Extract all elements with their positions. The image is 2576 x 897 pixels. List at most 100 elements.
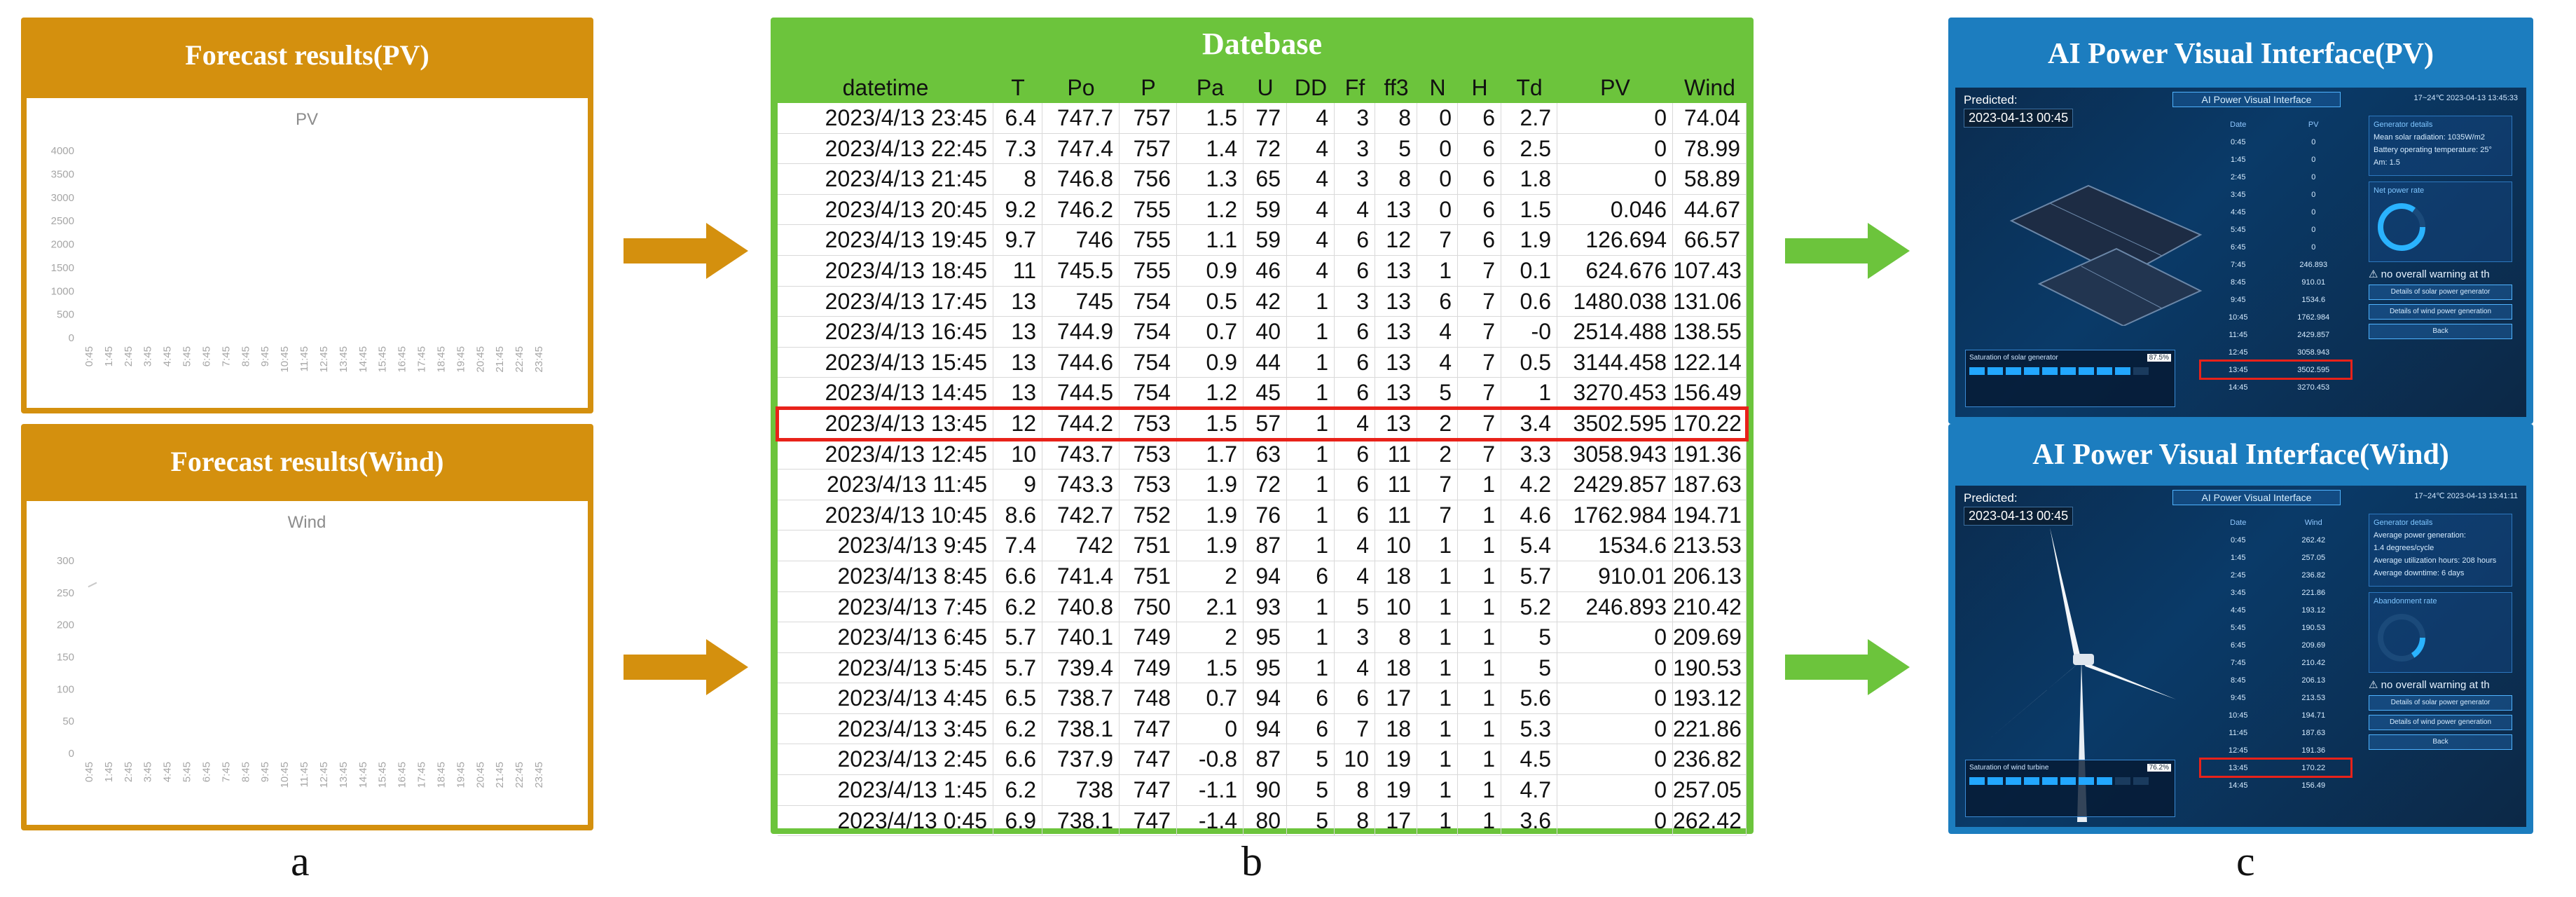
x-tick-label: 15:45	[377, 346, 389, 373]
pv-detail-line: Mean solar radiation: 1035W/m2	[2374, 133, 2485, 142]
table-cell: 236.82	[2301, 570, 2326, 580]
wind-saturation-bars	[1969, 777, 2171, 785]
x-tick-label: 2:45	[123, 762, 135, 782]
table-cell: 754	[1120, 286, 1177, 317]
wind-details-button[interactable]: Details of wind power generation	[2369, 715, 2512, 730]
table-cell: 46	[1244, 255, 1287, 286]
table-cell: 190.53	[2301, 623, 2326, 632]
table-cell: 1	[1417, 622, 1458, 652]
table-cell: 6	[1335, 439, 1375, 470]
x-tick-label: 8:45	[240, 346, 252, 367]
table-cell: 0	[1177, 713, 1244, 744]
back-button[interactable]: Back	[2369, 324, 2512, 339]
table-cell: 747	[1120, 744, 1177, 775]
table-cell: 94	[1244, 683, 1287, 713]
column-header: ff3	[1384, 75, 1409, 100]
table-cell: 1480.038	[1557, 286, 1673, 317]
table-cell: 2023/4/13 12:45	[778, 439, 993, 470]
table-cell: 9:45	[2231, 693, 2246, 702]
table-cell: 78.99	[1673, 133, 1747, 164]
table-cell: 57	[1244, 408, 1287, 439]
table-cell: 236.82	[1673, 744, 1747, 775]
table-cell: 0.7	[1177, 683, 1244, 713]
x-tick-label: 12:45	[318, 762, 330, 788]
table-cell: 5:45	[2231, 225, 2246, 234]
table-cell: 6	[1335, 317, 1375, 347]
x-tick-label: 10:45	[279, 346, 291, 373]
pv-forecast-title: Forecast results(PV)	[185, 39, 429, 71]
table-cell: 63	[1244, 439, 1287, 470]
table-cell: 1534.6	[2301, 295, 2326, 304]
table-cell: 2429.857	[1557, 470, 1673, 500]
table-cell: 1	[1287, 378, 1335, 408]
table-cell: 1	[1287, 286, 1335, 317]
table-cell: 221.86	[2301, 588, 2326, 597]
wind-predicted-date: 2023-04-13 00:45	[1964, 507, 2074, 526]
table-cell: 2023/4/13 14:45	[778, 378, 993, 408]
y-tick-label: 150	[57, 652, 74, 664]
table-cell: 5.2	[1501, 591, 1557, 622]
chart-title: PV	[296, 110, 318, 129]
solar-details-button[interactable]: Details of solar power generator	[2369, 285, 2512, 300]
table-cell: 3502.595	[2297, 365, 2330, 374]
table-cell: 12	[1375, 225, 1417, 255]
table-cell: 0	[1417, 133, 1458, 164]
table-cell: 750	[1120, 591, 1177, 622]
wind-ratio-box: Abandonment rate	[2369, 592, 2512, 673]
table-cell: 9:45	[2231, 295, 2246, 304]
table-cell: 3	[1335, 103, 1375, 133]
table-cell: 1.3	[1177, 164, 1244, 194]
x-tick-label: 23:45	[533, 762, 545, 788]
table-cell: 1.5	[1177, 408, 1244, 439]
table-cell: 10:45	[2228, 711, 2248, 720]
table-cell: 8	[993, 164, 1042, 194]
table-cell: 1	[1458, 683, 1501, 713]
table-cell: 1	[1417, 591, 1458, 622]
column-header: U	[1257, 75, 1274, 100]
pv-warning-label: no overall warning at th	[2381, 268, 2490, 280]
table-cell: 5.7	[993, 622, 1042, 652]
table-cell: 910.01	[1557, 561, 1673, 591]
wind-details-button[interactable]: Details of wind power generation	[2369, 304, 2512, 320]
table-cell: 6.9	[993, 805, 1042, 836]
table-cell: 4.2	[1501, 470, 1557, 500]
table-cell: 1.9	[1501, 225, 1557, 255]
column-header: Date	[2230, 518, 2247, 527]
arrow-right-icon	[624, 223, 748, 279]
table-cell: 1	[1458, 470, 1501, 500]
table-cell: 6	[1417, 286, 1458, 317]
table-cell: 209.69	[1673, 622, 1747, 652]
y-tick-label: 0	[69, 748, 74, 760]
table-cell: 0	[2311, 242, 2316, 252]
back-button[interactable]: Back	[2369, 734, 2512, 750]
table-cell: 744.2	[1042, 408, 1120, 439]
table-cell: 1.4	[1177, 133, 1244, 164]
ai-interface-wind-panel: AI Power Visual Interface(Wind) Predicte…	[1948, 424, 2533, 834]
table-cell: 1	[1287, 470, 1335, 500]
table-cell: 3270.453	[2297, 383, 2330, 392]
x-tick-label: 0:45	[83, 346, 95, 367]
table-cell: 2	[1177, 622, 1244, 652]
table-cell: 13:45	[2228, 365, 2248, 374]
table-cell: 6	[1287, 561, 1335, 591]
solar-details-button[interactable]: Details of solar power generator	[2369, 695, 2512, 711]
